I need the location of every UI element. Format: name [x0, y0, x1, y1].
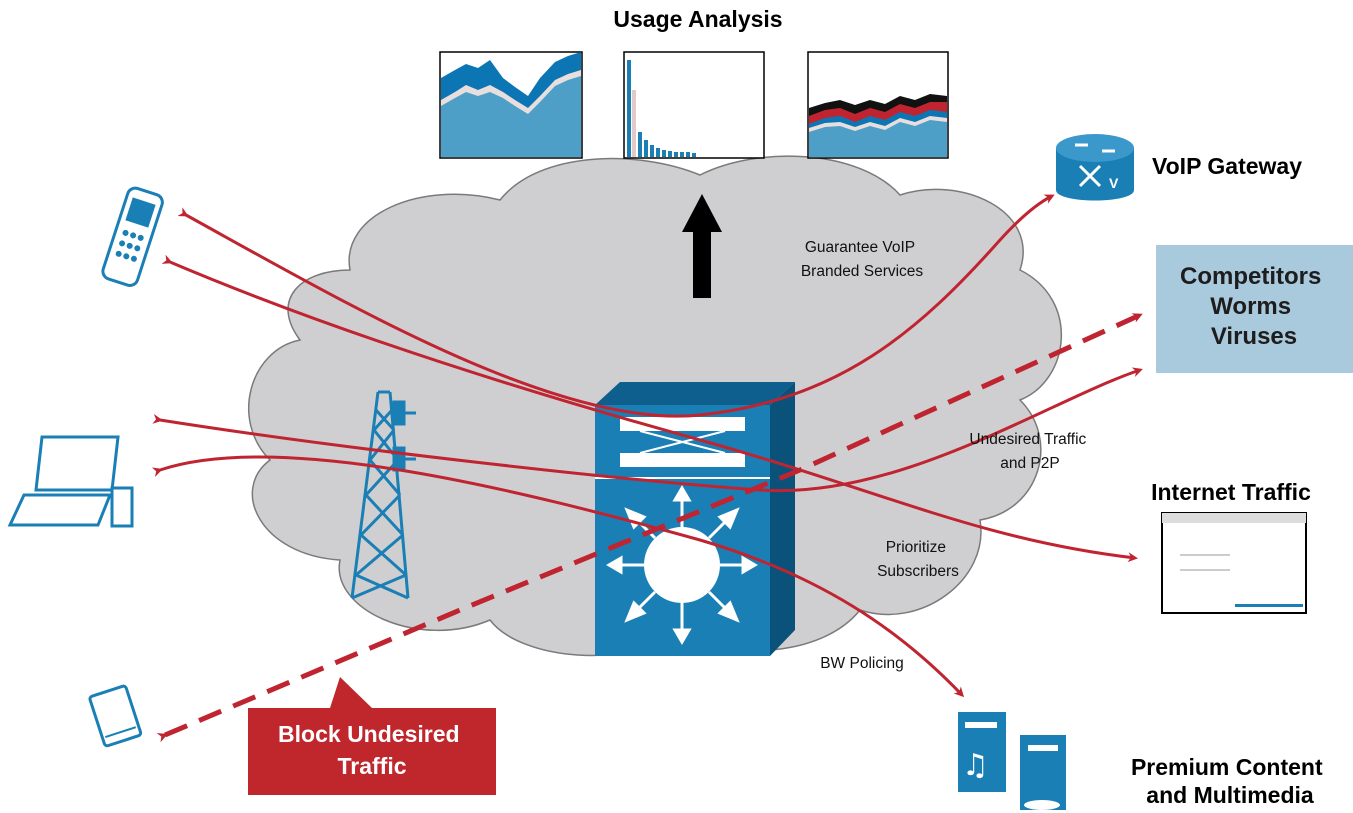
- block-undesired-label: Block Undesired Traffic: [278, 721, 466, 779]
- undesired-traffic-label: Undesired Traffic and P2P: [969, 431, 1090, 472]
- internet-traffic-label: Internet Traffic: [1151, 479, 1311, 505]
- usage-analysis-title: Usage Analysis: [613, 6, 782, 32]
- usage-chart-area-1: [439, 51, 583, 159]
- competitors-box: [1156, 245, 1353, 373]
- usage-chart-area-2: [807, 51, 949, 159]
- flow-pda-blocked: [156, 312, 1143, 743]
- bw-policing-label: BW Policing: [820, 655, 904, 672]
- upload-arrow: [682, 194, 722, 298]
- pda-icon: [88, 684, 143, 748]
- guarantee-voip-label: Guarantee VoIP Branded Services: [801, 239, 924, 280]
- mobile-phone-icon: [101, 186, 164, 287]
- laptop-icon: [7, 435, 134, 528]
- svg-text:♫: ♫: [962, 748, 989, 783]
- premium-content-label: Premium Content and Multimedia: [1131, 754, 1329, 808]
- prioritize-subscribers-label: Prioritize Subscribers: [877, 539, 959, 580]
- media-server-icon: ♫: [958, 712, 1066, 810]
- traffic-flows: [151, 194, 1143, 743]
- voip-router-icon: V: [1056, 134, 1134, 201]
- block-undesired-callout: Block Undesired Traffic: [248, 677, 496, 795]
- usage-chart-bar: [623, 51, 765, 159]
- svg-text:V: V: [1109, 175, 1119, 191]
- voip-gateway-label: VoIP Gateway: [1152, 153, 1302, 179]
- competitors-label: Competitors Worms Viruses: [1180, 263, 1328, 350]
- web-browser-window-icon: [1161, 512, 1307, 614]
